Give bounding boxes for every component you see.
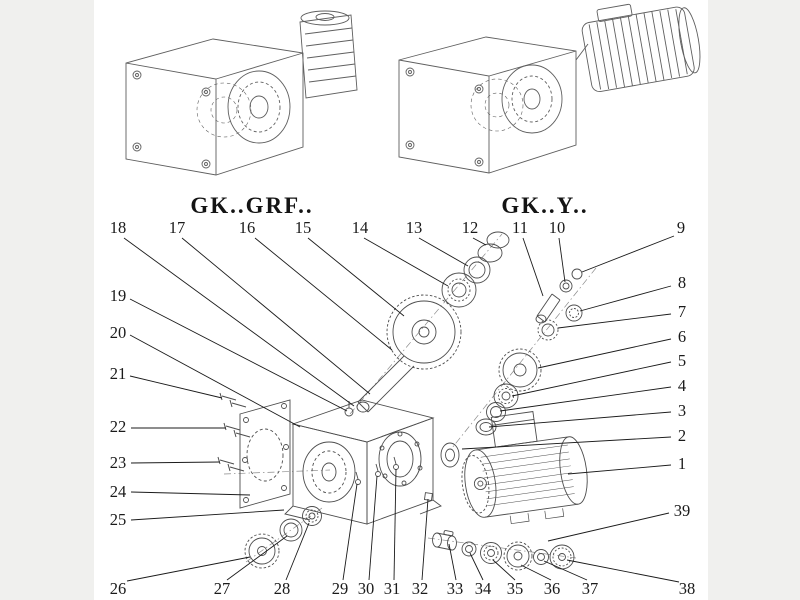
model-title-y: GK..Y.. bbox=[501, 193, 589, 218]
part-callout-12: 12 bbox=[461, 217, 479, 237]
part-callout-21: 21 bbox=[109, 363, 127, 383]
page-margin-left bbox=[0, 0, 94, 600]
part-callout-25: 25 bbox=[109, 509, 127, 529]
mounting-flange bbox=[239, 399, 291, 509]
gearbox-illustration-grf bbox=[125, 10, 358, 176]
part-callout-3: 3 bbox=[677, 400, 687, 420]
part-callout-24: 24 bbox=[109, 481, 127, 501]
output-shaft-kit bbox=[432, 530, 575, 571]
electric-motor bbox=[461, 411, 588, 525]
part-callout-23: 23 bbox=[109, 452, 127, 472]
part-callout-35: 35 bbox=[506, 578, 524, 598]
output-gear-shaft-assembly bbox=[356, 231, 510, 413]
part-callout-17: 17 bbox=[168, 217, 186, 237]
part-callout-10: 10 bbox=[548, 217, 566, 237]
part-callout-29: 29 bbox=[331, 578, 349, 598]
input-pinion-parts bbox=[535, 268, 583, 341]
part-callout-28: 28 bbox=[273, 578, 291, 598]
part-callout-11: 11 bbox=[512, 217, 528, 237]
part-callout-8: 8 bbox=[677, 272, 687, 292]
part-callout-36: 36 bbox=[543, 578, 561, 598]
part-callout-39: 39 bbox=[673, 500, 691, 520]
motor-adapter bbox=[440, 442, 460, 468]
flange-screws bbox=[217, 392, 251, 472]
part-callout-19: 19 bbox=[109, 285, 127, 305]
gearbox-illustration-y bbox=[398, 3, 701, 174]
part-callout-26: 26 bbox=[109, 578, 127, 598]
part-callout-22: 22 bbox=[109, 416, 127, 436]
input-gear-bearing-rings bbox=[475, 348, 542, 436]
part-callout-34: 34 bbox=[474, 578, 492, 598]
page-margin-right bbox=[708, 0, 800, 600]
part-callout-14: 14 bbox=[351, 217, 369, 237]
motor-illustration bbox=[581, 3, 701, 93]
part-callout-38: 38 bbox=[678, 578, 696, 598]
axis-lines bbox=[223, 233, 597, 563]
part-callout-13: 13 bbox=[405, 217, 423, 237]
part-callout-2: 2 bbox=[677, 425, 687, 445]
part-callout-20: 20 bbox=[109, 322, 127, 342]
part-callout-33: 33 bbox=[446, 578, 464, 598]
part-callout-1: 1 bbox=[677, 453, 687, 473]
part-callout-7: 7 bbox=[677, 301, 687, 321]
part-callout-27: 27 bbox=[213, 578, 231, 598]
part-callout-15: 15 bbox=[294, 217, 312, 237]
leader-lines bbox=[123, 235, 680, 583]
part-callout-32: 32 bbox=[411, 578, 429, 598]
part-callout-9: 9 bbox=[676, 217, 686, 237]
part-callout-37: 37 bbox=[581, 578, 599, 598]
part-callout-30: 30 bbox=[357, 578, 375, 598]
part-callout-4: 4 bbox=[677, 375, 687, 395]
part-callout-5: 5 bbox=[677, 350, 687, 370]
gear-housing bbox=[284, 399, 442, 525]
model-title-grf: GK..GRF.. bbox=[190, 193, 314, 218]
exploded-assembly bbox=[217, 231, 597, 571]
lower-gear-bearing-parts bbox=[244, 506, 322, 569]
part-callout-16: 16 bbox=[238, 217, 256, 237]
part-callout-18: 18 bbox=[109, 217, 127, 237]
part-callout-6: 6 bbox=[677, 326, 687, 346]
part-callout-31: 31 bbox=[383, 578, 401, 598]
